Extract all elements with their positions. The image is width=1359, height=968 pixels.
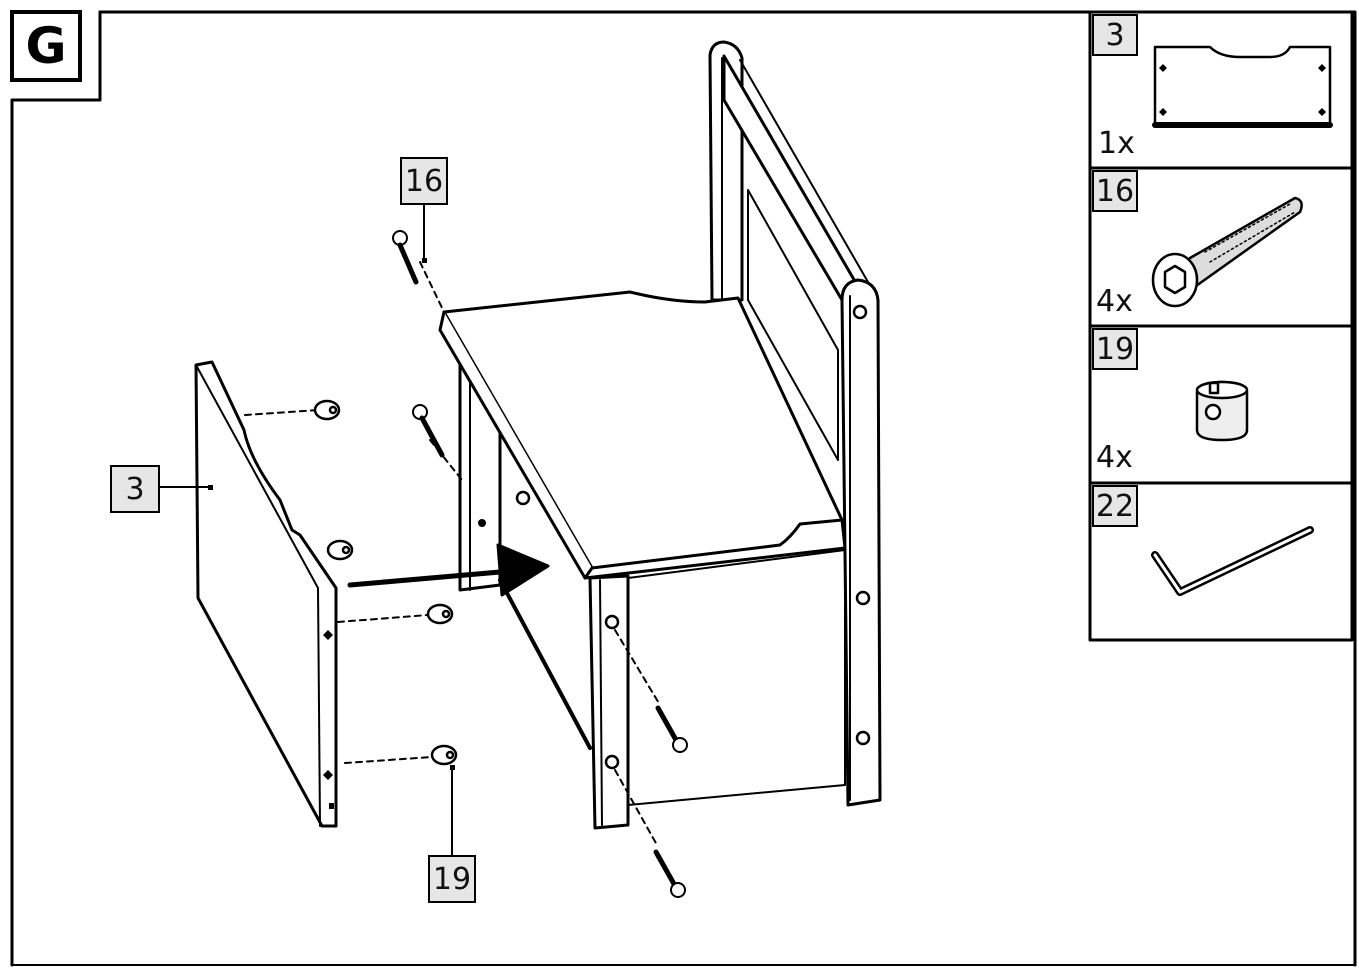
callout-part3: 3 xyxy=(110,465,160,513)
guide-lines xyxy=(244,261,661,846)
bolt xyxy=(655,705,688,753)
step-letter: G xyxy=(25,17,67,75)
right-front-post xyxy=(840,278,882,807)
panel-icon xyxy=(1152,45,1333,128)
allen-key-icon xyxy=(1151,526,1314,596)
step-label-box: G xyxy=(10,10,82,82)
lower-front-panel xyxy=(498,549,846,806)
barrel-nut xyxy=(430,744,458,766)
parts-list-number: 3 xyxy=(1092,14,1138,56)
drawing-frame xyxy=(10,10,1357,967)
bolt xyxy=(392,230,419,285)
bolt-icon xyxy=(1151,196,1303,308)
parts-list-number: 19 xyxy=(1092,328,1138,370)
barrel-nut xyxy=(313,399,341,421)
parts-list-quantity: 4x xyxy=(1096,284,1133,319)
backrest-rail xyxy=(722,54,869,302)
direction-arrow xyxy=(347,543,550,597)
front-left-leg xyxy=(588,574,630,830)
bolt xyxy=(412,404,445,458)
parts-list-quantity: 4x xyxy=(1096,440,1133,475)
seat-board xyxy=(438,290,847,580)
parts-list-number: 22 xyxy=(1092,485,1138,527)
parts-list-table xyxy=(1088,10,1354,642)
barrel-nut xyxy=(426,603,454,625)
callout-screw16: 16 xyxy=(400,157,448,205)
side-panel-part3 xyxy=(194,360,338,828)
back-inner-panel xyxy=(747,189,839,461)
bolt xyxy=(653,849,686,898)
barrel-nut-icon xyxy=(1195,380,1249,442)
callout-leaders xyxy=(158,204,455,856)
parts-list-number: 16 xyxy=(1092,170,1138,212)
parts-list-quantity: 1x xyxy=(1098,126,1135,161)
callout-barrel19: 19 xyxy=(428,855,476,903)
barrel-nut xyxy=(326,539,354,561)
